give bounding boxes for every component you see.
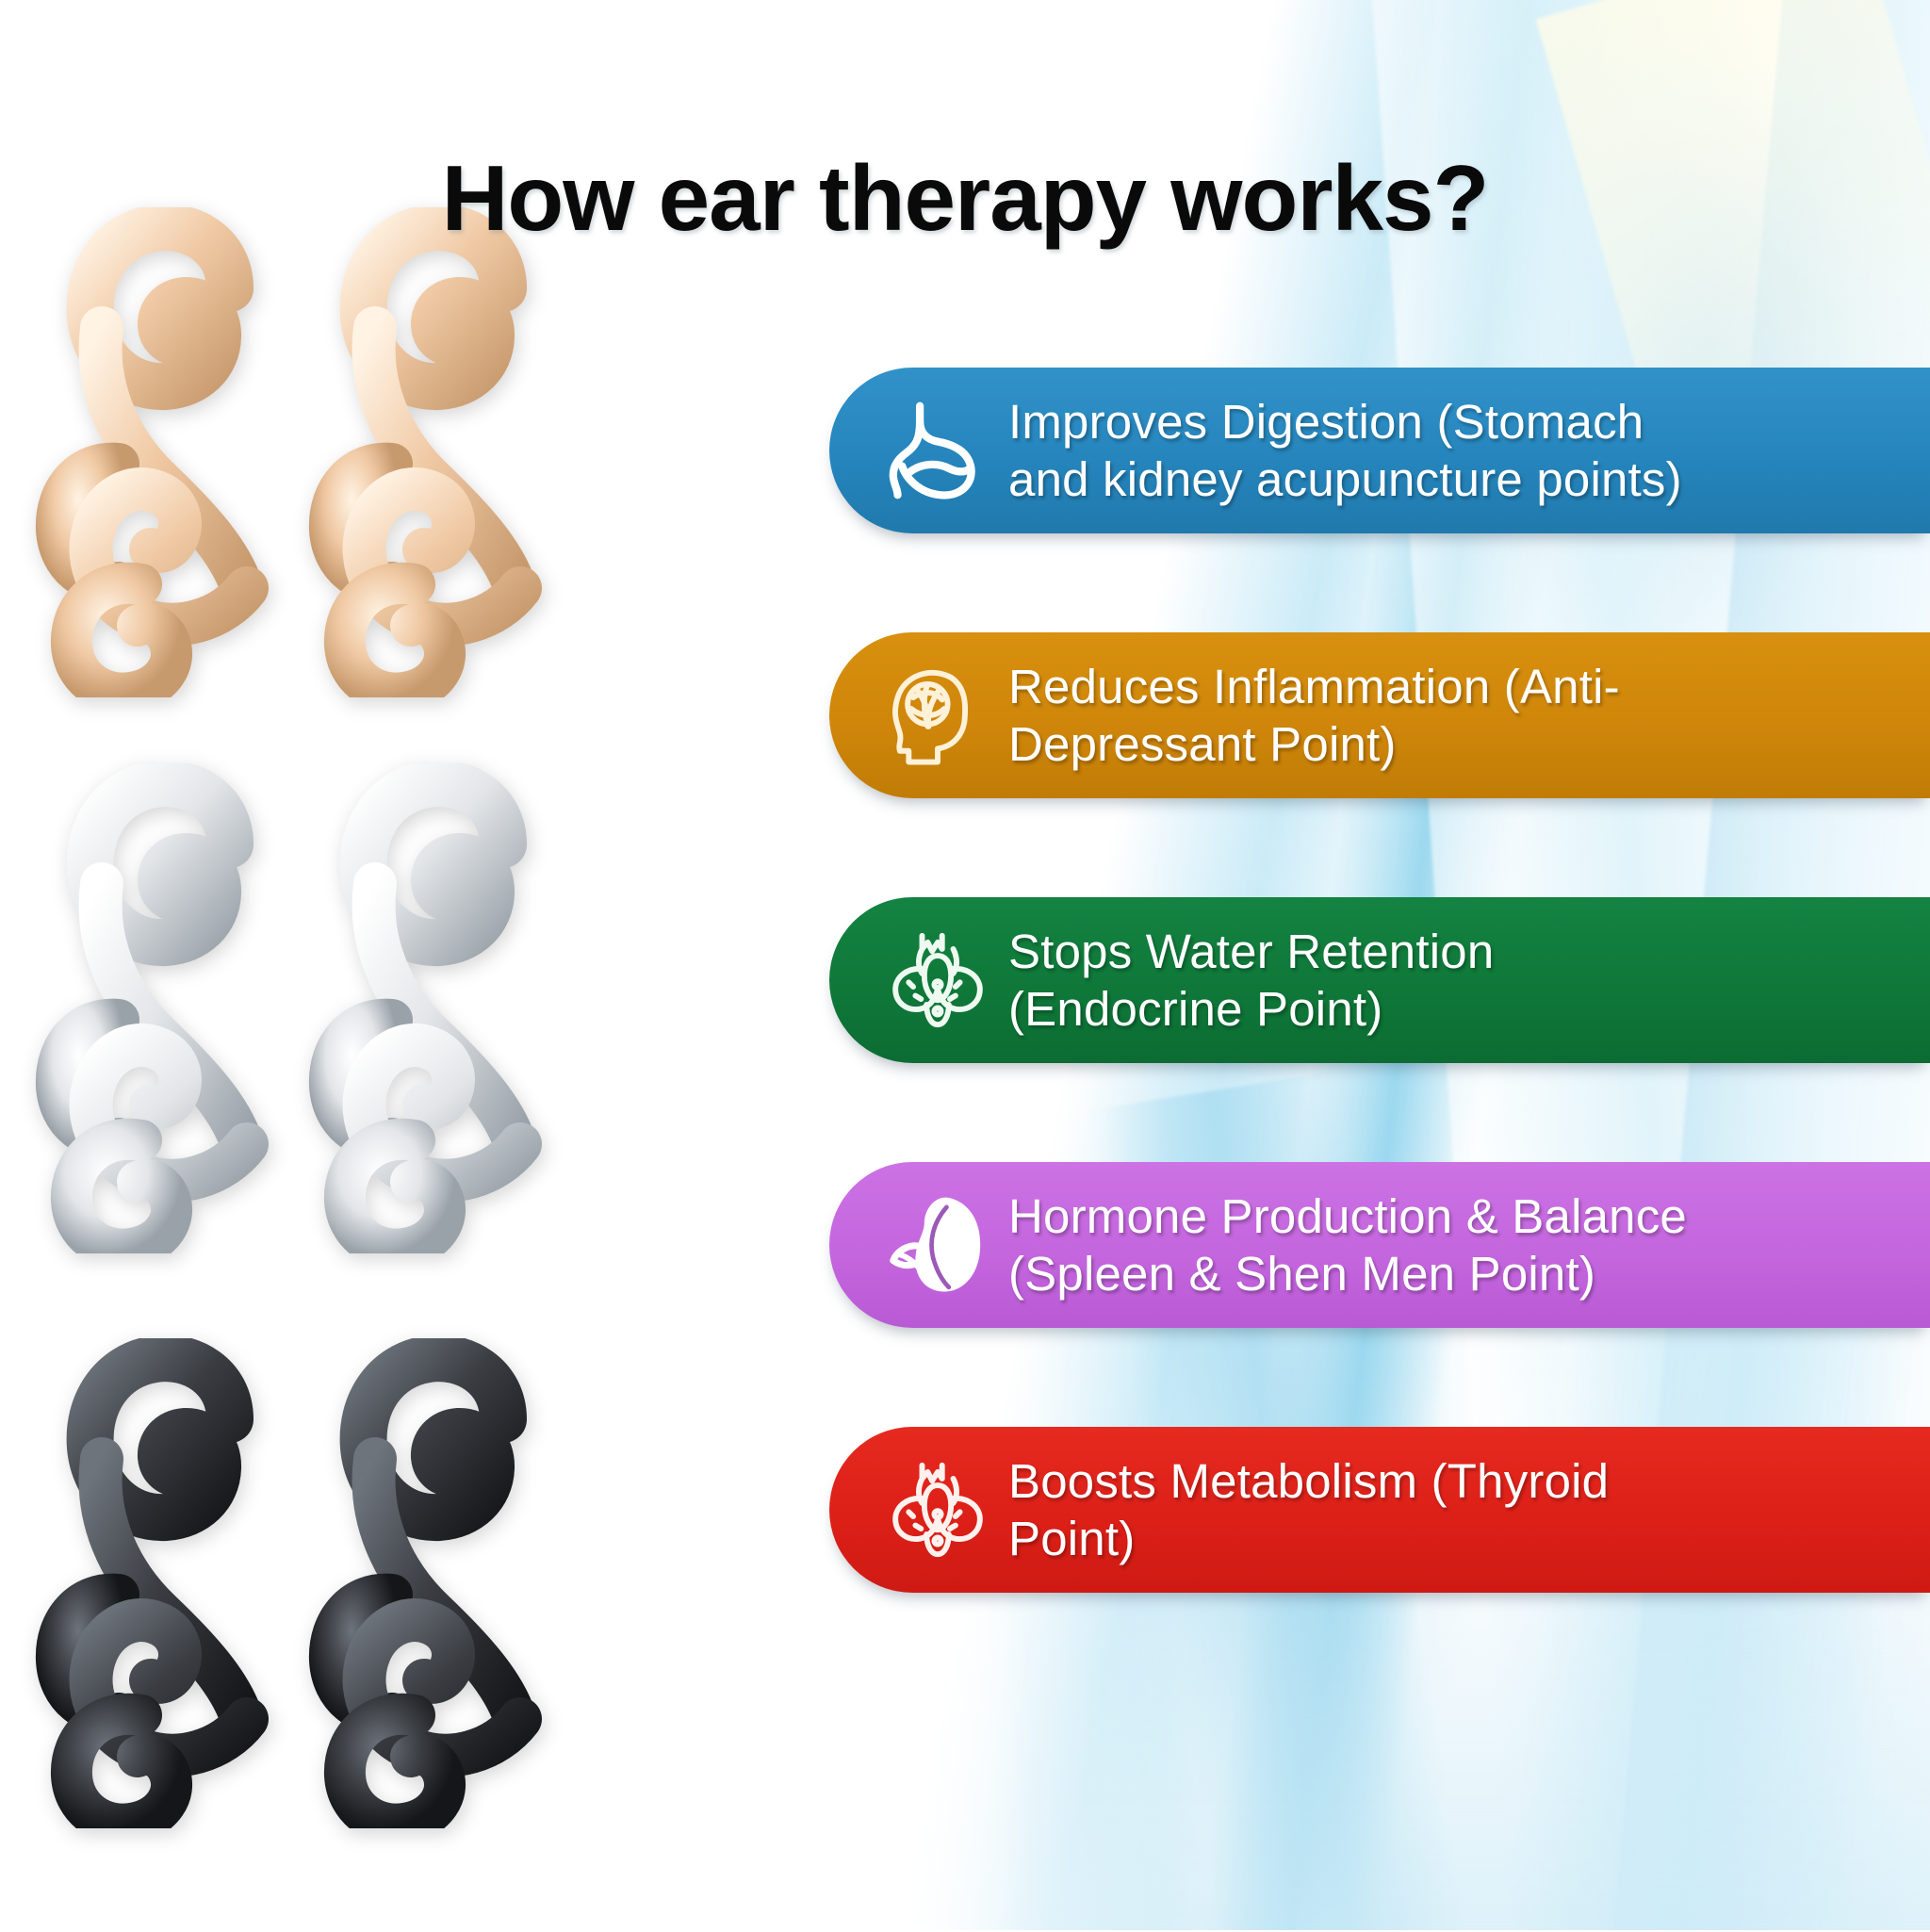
product-pair-silver bbox=[0, 745, 603, 1272]
ear-cuff-left bbox=[28, 207, 302, 697]
benefit-line-1: Improves Digestion (Stomach bbox=[1008, 394, 1644, 449]
benefit-line-2: Depressant Point) bbox=[1008, 717, 1397, 771]
ear-cuff-right bbox=[302, 1338, 575, 1828]
benefit-line-2: Point) bbox=[1008, 1512, 1136, 1565]
benefit-text: Reduces Inflammation (Anti- Depressant P… bbox=[1008, 658, 1652, 773]
benefit-line-1: Stops Water Retention bbox=[1008, 924, 1495, 978]
benefit-bar-digestion[interactable]: Improves Digestion (Stomach and kidney a… bbox=[829, 368, 1930, 533]
stomach-icon bbox=[867, 395, 1008, 506]
thyroid-icon bbox=[867, 1454, 1008, 1565]
ear-cuff-left bbox=[28, 1338, 302, 1828]
ear-cuff-left bbox=[28, 763, 302, 1253]
thyroid-icon bbox=[867, 925, 1008, 1036]
benefit-bar-hormone[interactable]: Hormone Production & Balance (Spleen & S… bbox=[829, 1162, 1930, 1328]
benefit-text: Stops Water Retention (Endocrine Point) bbox=[1008, 923, 1526, 1038]
product-pair-rose-gold bbox=[0, 188, 603, 716]
spleen-icon bbox=[867, 1189, 1008, 1301]
benefit-line-2: (Spleen & Shen Men Point) bbox=[1008, 1247, 1596, 1301]
benefit-line-2: and kidney acupuncture points) bbox=[1008, 452, 1682, 506]
product-gallery bbox=[0, 160, 660, 1932]
page-title: How ear therapy works? bbox=[441, 145, 1490, 250]
benefit-text: Boosts Metabolism (Thyroid Point) bbox=[1008, 1452, 1641, 1567]
benefit-line-1: Boosts Metabolism (Thyroid bbox=[1008, 1453, 1610, 1508]
benefits-list: Improves Digestion (Stomach and kidney a… bbox=[829, 368, 1930, 1692]
ear-cuff-right bbox=[302, 207, 575, 697]
benefit-bar-metabolism[interactable]: Boosts Metabolism (Thyroid Point) bbox=[829, 1427, 1930, 1593]
ear-cuff-right bbox=[302, 763, 575, 1253]
benefit-line-1: Reduces Inflammation (Anti- bbox=[1008, 659, 1620, 713]
product-pair-black bbox=[0, 1319, 603, 1847]
benefit-text: Improves Digestion (Stomach and kidney a… bbox=[1008, 393, 1714, 508]
benefit-line-1: Hormone Production & Balance bbox=[1008, 1188, 1687, 1243]
benefit-line-2: (Endocrine Point) bbox=[1008, 982, 1383, 1036]
benefit-bar-water-retention[interactable]: Stops Water Retention (Endocrine Point) bbox=[829, 897, 1930, 1063]
benefit-text: Hormone Production & Balance (Spleen & S… bbox=[1008, 1187, 1719, 1302]
benefit-bar-inflammation[interactable]: Reduces Inflammation (Anti- Depressant P… bbox=[829, 632, 1930, 798]
head-brain-icon bbox=[867, 660, 1008, 771]
